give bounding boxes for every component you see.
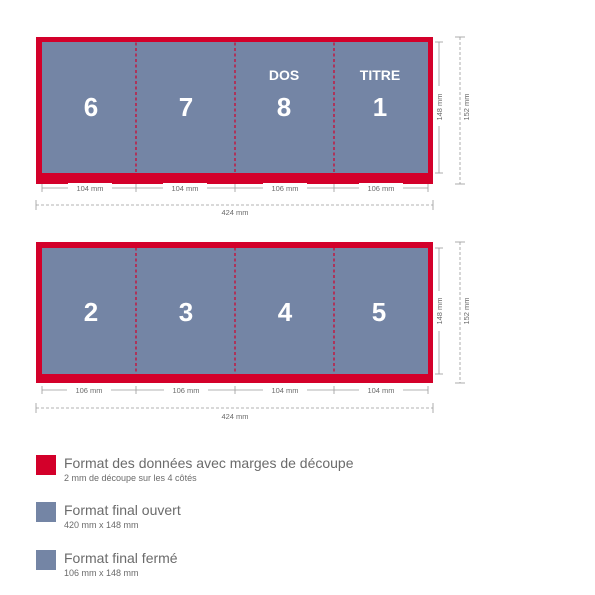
dimension-label: 104 mm bbox=[271, 386, 298, 395]
dimension-label: 106 mm bbox=[367, 184, 394, 193]
total-width-label: 424 mm bbox=[221, 412, 248, 421]
panel-number: 8 bbox=[277, 92, 291, 122]
height-label: 152 mm bbox=[462, 297, 471, 324]
total-width-label: 424 mm bbox=[221, 208, 248, 217]
final-format-area bbox=[42, 42, 428, 173]
panel-header: DOS bbox=[269, 67, 299, 83]
legend-swatch bbox=[36, 455, 56, 475]
dimension-label: 106 mm bbox=[75, 386, 102, 395]
height-label: 152 mm bbox=[462, 93, 471, 120]
legend-swatch bbox=[36, 502, 56, 522]
legend-title: Format final ouvert bbox=[64, 502, 181, 518]
panel-number: 1 bbox=[373, 92, 387, 122]
dimension-label: 104 mm bbox=[367, 386, 394, 395]
legend-title: Format final fermé bbox=[64, 550, 178, 566]
panel-header: TITRE bbox=[360, 67, 400, 83]
panel-number: 7 bbox=[179, 92, 193, 122]
sheet-top: 6 7 DOS 8 TITRE 1 104 mm 104 mm bbox=[35, 36, 471, 217]
panel-number: 3 bbox=[179, 297, 193, 327]
panel-number: 4 bbox=[278, 297, 293, 327]
sheet-bottom: 2 3 4 5 106 mm 106 mm 104 mm 104 mm bbox=[35, 241, 471, 421]
panel-number: 6 bbox=[84, 92, 98, 122]
legend-title: Format des données avec marges de découp… bbox=[64, 455, 354, 471]
legend-subtitle: 106 mm x 148 mm bbox=[64, 568, 139, 578]
legend-swatch bbox=[36, 550, 56, 570]
dimension-label: 106 mm bbox=[172, 386, 199, 395]
panel-number: 2 bbox=[84, 297, 98, 327]
height-label: 148 mm bbox=[435, 297, 444, 324]
dimension-label: 104 mm bbox=[76, 184, 103, 193]
height-label: 148 mm bbox=[435, 93, 444, 120]
panel-number: 5 bbox=[372, 297, 386, 327]
legend-subtitle: 420 mm x 148 mm bbox=[64, 520, 139, 530]
dimension-label: 104 mm bbox=[171, 184, 198, 193]
dimension-label: 106 mm bbox=[271, 184, 298, 193]
legend-subtitle: 2 mm de découpe sur les 4 côtés bbox=[64, 473, 197, 483]
